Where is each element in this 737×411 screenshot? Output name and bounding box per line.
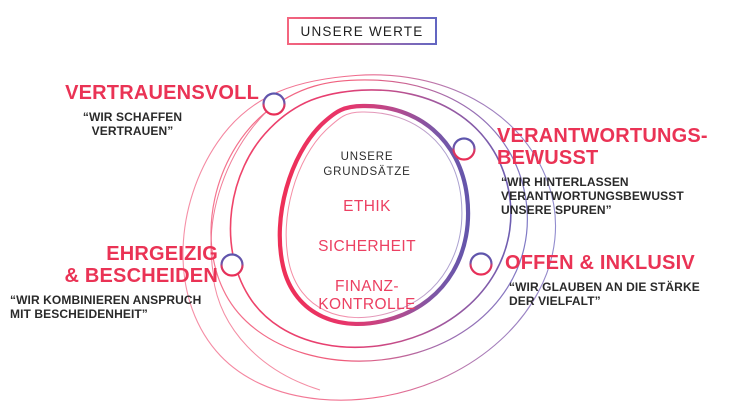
value-title: VERANTWORTUNGS- BEWUSST	[497, 125, 708, 169]
value-offen: OFFEN & INKLUSIV “WIR GLAUBEN AN DIE STÄ…	[505, 252, 737, 308]
principle-ethik: ETHIK	[343, 198, 391, 215]
ring-inner-thick	[277, 103, 471, 327]
center-heading: UNSERE GRUNDSÄTZE	[323, 151, 411, 178]
center-principles: UNSERE GRUNDSÄTZE ETHIK SICHERHEIT FINAN…	[297, 150, 437, 314]
marker-offen[interactable]	[469, 252, 493, 276]
ring-tail-upper-left	[210, 109, 269, 279]
ring-inner-echo	[285, 111, 463, 319]
ring-tail-lower-left	[212, 275, 321, 391]
marker-ehrgeizig[interactable]	[220, 253, 244, 277]
value-verantwortungsbewusst: VERANTWORTUNGS- BEWUSST “WIR HINTERLASSE…	[497, 125, 737, 217]
ring-middle	[229, 89, 512, 349]
header-badge-inner: UNSERE WERTE	[289, 19, 435, 43]
value-quote: “WIR HINTERLASSEN VERANTWORTUNGSBEWUSST …	[501, 175, 684, 217]
marker-verantwortungsbewusst[interactable]	[452, 137, 476, 161]
marker-vertrauensvoll[interactable]	[262, 92, 286, 116]
value-vertrauensvoll: VERTRAUENSVOLL “WIR SCHAFFEN VERTRAUEN”	[0, 82, 265, 138]
value-title: OFFEN & INKLUSIV	[505, 252, 695, 274]
value-quote: “WIR SCHAFFEN VERTRAUEN”	[82, 110, 183, 138]
ring-outer-faint	[182, 74, 557, 401]
value-quote: “WIR KOMBINIEREN ANSPRUCH MIT BESCHEIDEN…	[10, 293, 202, 321]
header-badge: UNSERE WERTE	[287, 17, 437, 45]
principle-finanzkontrolle: FINANZ- KONTROLLE	[318, 278, 416, 313]
value-ehrgeizig: EHRGEIZIG & BESCHEIDEN “WIR KOMBINIEREN …	[0, 243, 218, 321]
header-title: UNSERE WERTE	[300, 23, 424, 39]
value-title: EHRGEIZIG & BESCHEIDEN	[64, 243, 218, 287]
value-quote: “WIR GLAUBEN AN DIE STÄRKE DER VIELFALT”	[509, 280, 700, 308]
value-title: VERTRAUENSVOLL	[65, 82, 259, 104]
principle-sicherheit: SICHERHEIT	[318, 238, 416, 255]
